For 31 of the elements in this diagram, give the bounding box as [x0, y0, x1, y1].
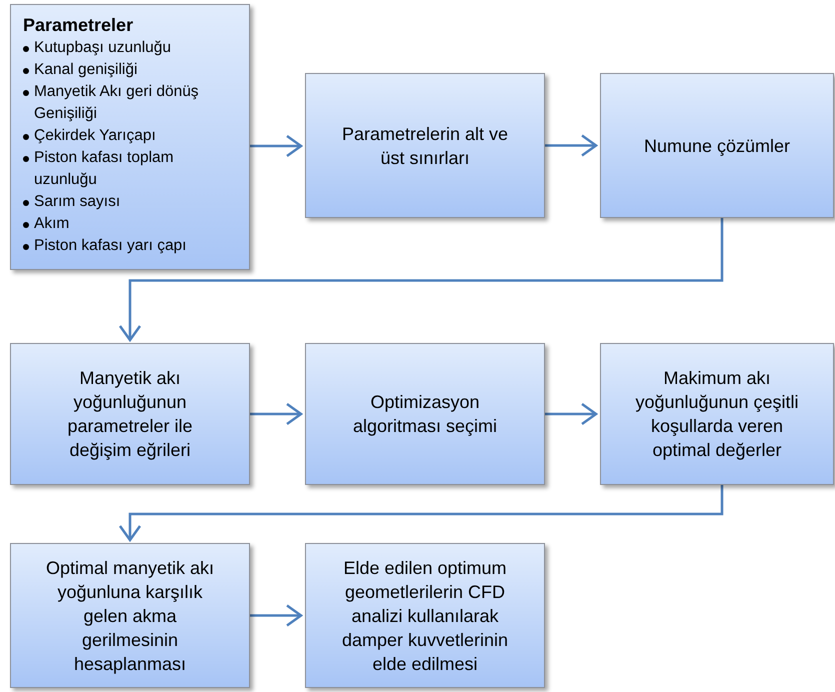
arrow — [118, 218, 724, 342]
box-text: Manyetik akı yoğunluğunun parametreler ile değişim eğrileri — [66, 367, 194, 462]
process-box — [10, 4, 250, 270]
process-box — [600, 343, 834, 485]
box-text: Parametrelerin alt ve üst sınırları — [340, 122, 510, 170]
arrow — [250, 134, 302, 158]
list-item: Kanal genişiliği — [34, 60, 138, 80]
arrow — [250, 604, 302, 627]
process-box — [10, 343, 250, 485]
list-item: Çekirdek Yarıçapı — [34, 126, 156, 146]
list-item: Akım — [34, 214, 70, 234]
process-box — [305, 73, 545, 218]
arrow — [118, 485, 724, 542]
arrow — [250, 402, 302, 426]
process-box — [600, 73, 834, 218]
list-item: Manyetik Akı geri dönüş Genişiliği — [34, 82, 200, 124]
box-text: Optimal manyetik akı yoğunluna karşılık gelen akma gerilmesinin hesaplanması — [44, 556, 216, 676]
list-item: Kutupbaşı uzunluğu — [34, 38, 172, 58]
box-text: Optimizasyon algoritması seçimi — [352, 391, 498, 438]
box-text: Makimum akı yoğunluğunun çeşitli koşullarda veren optimal değerler — [634, 367, 800, 462]
list-item: Sarım sayısı — [34, 192, 120, 212]
arrow — [545, 402, 598, 426]
arrow — [545, 134, 598, 157]
box-text: Elde edilen optimum geometlerilerin CFD analizi kullanılarak damper kuvvetlerinin elde edilmesi — [340, 556, 510, 676]
list-item: Piston kafası toplam uzunluğu — [34, 148, 175, 190]
process-box — [305, 343, 545, 485]
process-box — [10, 543, 250, 688]
process-box — [305, 543, 545, 688]
box-heading: Parametreler — [23, 14, 134, 37]
box-text: Numune çözümler — [644, 134, 790, 158]
list-item: Piston kafası yarı çapı — [34, 236, 186, 256]
